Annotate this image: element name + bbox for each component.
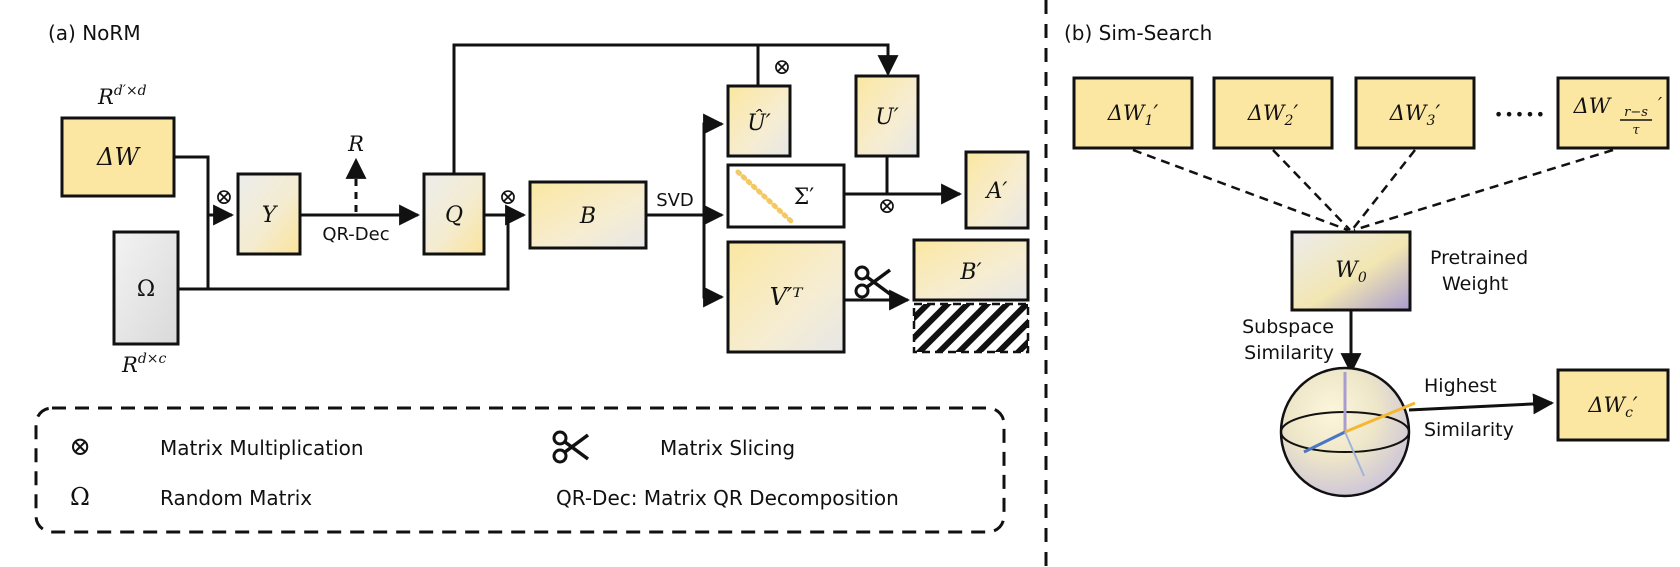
panel-a-title: (a) NoRM — [48, 21, 141, 45]
qr-dec-label: QR-Dec — [322, 224, 389, 245]
legend-scissors-icon — [552, 430, 590, 464]
subspace-label-1: Subspace — [1242, 316, 1334, 338]
sigma-label: Σ′ — [794, 185, 815, 210]
candidate-label-last: ΔW — [1573, 94, 1613, 118]
edge-omega-b — [208, 215, 510, 291]
pretrained-label-1: Pretrained — [1430, 247, 1528, 269]
a-prime-label: A′ — [985, 179, 1008, 204]
edge-sphere-result — [1408, 393, 1555, 415]
similarity-sphere — [1279, 366, 1416, 498]
b-prime-label: B′ — [959, 260, 981, 285]
legend-omega-icon: Ω — [70, 483, 90, 511]
subspace-label-2: Similarity — [1244, 342, 1334, 364]
r-output-label: R — [347, 132, 364, 156]
scissors-icon — [854, 265, 892, 299]
y-label: Y — [262, 203, 279, 228]
v-t-label: V′ᵀ — [770, 283, 804, 311]
svd-label: SVD — [656, 190, 694, 211]
candidate-label-3: ΔW3′ — [1389, 101, 1441, 129]
candidate-box-1 — [1072, 76, 1194, 150]
panel-b-title: (b) Sim-Search — [1064, 21, 1212, 45]
result-label: ΔWc′ — [1587, 393, 1638, 421]
u-hat-label: Û′ — [747, 109, 771, 136]
legend-random-matrix: Random Matrix — [160, 486, 312, 510]
edge-b-vt — [702, 215, 725, 308]
dash-edge-4 — [1353, 148, 1614, 232]
edge-q-u-prime — [452, 43, 899, 174]
b-box — [528, 180, 648, 250]
otimes-icon: ⊗ — [773, 55, 791, 80]
delta-w-box — [60, 116, 176, 198]
highest-label: Highest — [1424, 375, 1497, 397]
q-label: Q — [445, 203, 463, 228]
dash-edge-3 — [1351, 149, 1416, 231]
legend-otimes-icon: ⊗ — [69, 432, 91, 462]
similarity-label: Similarity — [1424, 419, 1514, 441]
pretrained-label-2: Weight — [1442, 273, 1508, 295]
otimes-icon: ⊗ — [215, 185, 233, 210]
candidate-label-2: ΔW2′ — [1247, 101, 1299, 129]
y-box — [236, 172, 302, 256]
u-hat-box — [726, 84, 792, 158]
candidate-box-3 — [1354, 76, 1476, 150]
sigma-diagonal — [735, 169, 795, 225]
omega-label: Ω — [137, 277, 155, 302]
edge-omega-y — [178, 215, 210, 291]
omega-box — [112, 230, 180, 346]
delta-w-label: ΔW — [96, 143, 141, 171]
v-t-box — [726, 240, 846, 354]
ellipsis: ••••• — [1494, 105, 1546, 124]
candidate-box-last — [1556, 76, 1670, 150]
legend-box — [34, 406, 1006, 534]
b-label: B — [579, 204, 596, 229]
u-prime-label: U′ — [875, 105, 899, 130]
b-prime-box — [912, 238, 1030, 302]
dim-label-bottom: Rd×c — [121, 351, 167, 377]
legend-qr-decomposition: QR-Dec: Matrix QR Decomposition — [556, 486, 899, 510]
edge-deltaw-y — [174, 155, 235, 226]
dim-label-top: Rd′×d — [97, 83, 147, 109]
dash-edge-2 — [1272, 149, 1351, 231]
edge-b-uhat — [702, 113, 725, 215]
vector-blue — [1303, 430, 1346, 454]
otimes-icon: ⊗ — [878, 194, 896, 219]
candidate-label-1: ΔW1′ — [1107, 101, 1159, 129]
vector-orange — [1344, 401, 1416, 434]
legend-matrix-slicing: Matrix Slicing — [660, 436, 795, 460]
candidate-sub-den: τ — [1632, 123, 1640, 138]
result-box — [1556, 368, 1670, 442]
candidate-box-2 — [1212, 76, 1334, 150]
vector-light-blue — [1344, 431, 1365, 477]
otimes-icon: ⊗ — [499, 185, 517, 210]
w0-label: W0 — [1335, 258, 1367, 286]
a-prime-box — [964, 150, 1030, 230]
sliced-region — [912, 302, 1030, 354]
candidate-prime: ′ — [1658, 94, 1662, 115]
u-prime-box — [854, 74, 920, 158]
candidate-sub-num: r−s — [1624, 105, 1648, 120]
legend-matrix-multiplication: Matrix Multiplication — [160, 436, 364, 460]
dash-edge-1 — [1132, 148, 1349, 232]
